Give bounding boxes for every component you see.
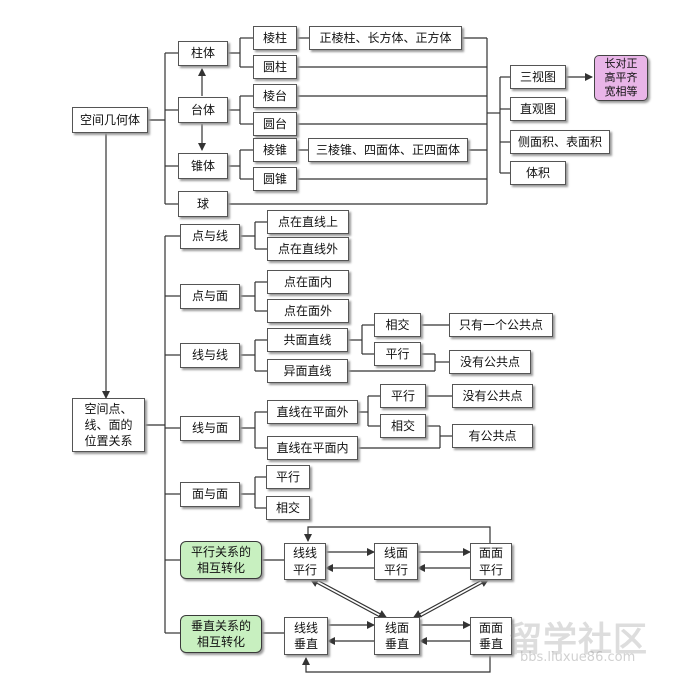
position-relations-node: 空间点、 线、面的 位置关系 bbox=[72, 398, 145, 452]
pyramid-kinds-node: 三棱锥、四面体、正四面体 bbox=[308, 138, 468, 162]
watermark-logo: 留学社区 bbox=[508, 620, 648, 660]
line-outside-plane-node: 直线在平面外 bbox=[267, 400, 358, 424]
watermark-url: bbs.liuxue86.com bbox=[520, 650, 636, 665]
prism-node: 棱柱 bbox=[253, 26, 297, 50]
one-common-point-node: 只有一个公共点 bbox=[449, 313, 553, 337]
parallel-node-3: 平行 bbox=[266, 465, 310, 489]
sphere-node: 球 bbox=[178, 191, 228, 217]
intuitive-drawing-node: 直观图 bbox=[510, 97, 566, 121]
areas-node: 侧面积、表面积 bbox=[510, 130, 610, 154]
coplanar-lines-node: 共面直线 bbox=[267, 328, 348, 352]
plane-plane-node: 面与面 bbox=[180, 482, 240, 507]
cylinder-node: 圆柱 bbox=[253, 55, 297, 79]
parallel-transform-node: 平行关系的 相互转化 bbox=[180, 541, 262, 579]
pyramid-node: 棱锥 bbox=[253, 138, 297, 162]
intersect-node-1: 相交 bbox=[374, 313, 421, 337]
point-in-plane-node: 点在面内 bbox=[267, 270, 349, 294]
line-line-perpendicular-node: 线线 垂直 bbox=[284, 617, 328, 655]
three-views-node: 三视图 bbox=[510, 65, 566, 89]
cone-node: 圆锥 bbox=[253, 167, 297, 191]
line-plane-node: 线与面 bbox=[180, 416, 240, 441]
prism-col-node: 柱体 bbox=[178, 41, 228, 66]
point-plane-node: 点与面 bbox=[180, 284, 240, 309]
no-common-point-node-1: 没有公共点 bbox=[449, 350, 531, 374]
prism-frustum-node: 棱台 bbox=[253, 84, 297, 108]
cone-frustum-node: 圆台 bbox=[253, 112, 297, 136]
cone-body-node: 锥体 bbox=[178, 153, 228, 179]
parallel-node-2: 平行 bbox=[380, 384, 426, 408]
volume-node: 体积 bbox=[510, 161, 566, 185]
intersect-node-2: 相交 bbox=[380, 414, 426, 438]
has-common-point-node: 有公共点 bbox=[452, 424, 533, 448]
point-out-plane-node: 点在面外 bbox=[267, 299, 349, 323]
plane-plane-parallel-node: 面面 平行 bbox=[470, 543, 512, 580]
spatial-solid-node: 空间几何体 bbox=[72, 107, 148, 133]
point-off-line-node: 点在直线外 bbox=[267, 237, 349, 261]
prism-kinds-node: 正棱柱、长方体、正方体 bbox=[309, 26, 462, 50]
perpendicular-transform-node: 垂直关系的 相互转化 bbox=[180, 615, 262, 653]
line-plane-parallel-node: 线面 平行 bbox=[374, 543, 418, 580]
line-plane-perpendicular-node: 线面 垂直 bbox=[374, 617, 420, 655]
plane-plane-perpendicular-node: 面面 垂直 bbox=[470, 617, 512, 655]
parallel-node-1: 平行 bbox=[374, 342, 421, 366]
line-inside-plane-node: 直线在平面内 bbox=[267, 436, 358, 460]
point-line-node: 点与线 bbox=[180, 224, 240, 249]
skew-lines-node: 异面直线 bbox=[267, 359, 348, 383]
no-common-point-node-2: 没有公共点 bbox=[452, 384, 533, 408]
point-on-line-node: 点在直线上 bbox=[267, 210, 349, 234]
three-views-rule-node: 长对正 高平齐 宽相等 bbox=[594, 55, 648, 101]
intersect-node-3: 相交 bbox=[266, 496, 310, 520]
frustum-node: 台体 bbox=[178, 97, 228, 123]
line-line-node: 线与线 bbox=[180, 343, 240, 368]
line-line-parallel-node: 线线 平行 bbox=[284, 543, 326, 580]
